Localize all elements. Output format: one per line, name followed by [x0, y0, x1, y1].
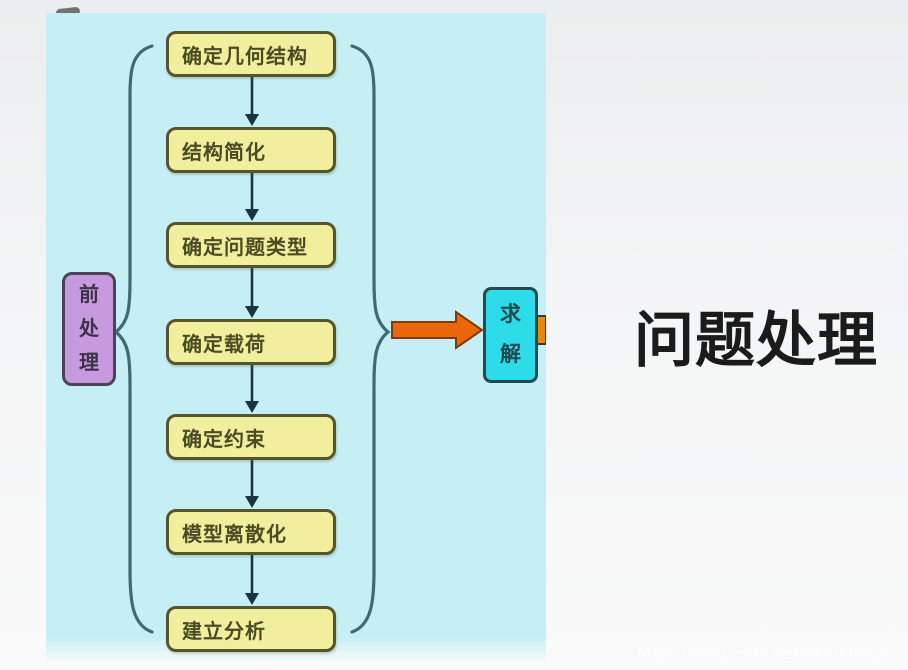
solve-label: 求解	[500, 303, 521, 366]
pre-processing-label: 前处理	[79, 284, 99, 374]
preprocessing-panel: 确定几何结构 结构简化 确定问题类型 确定载荷 确定约束 模型离散化 建立分析 …	[46, 13, 546, 663]
flow-step-box: 确定载荷	[166, 319, 336, 365]
flow-step-box: 模型离散化	[166, 509, 336, 555]
flow-step-label: 确定几何结构	[182, 45, 308, 68]
flow-step-box: 确定问题类型	[166, 222, 336, 268]
flow-step-label: 建立分析	[182, 620, 266, 643]
flow-step-label: 结构简化	[182, 141, 266, 164]
connector-layer	[113, 44, 546, 634]
flow-step-label: 确定问题类型	[182, 236, 308, 259]
flow-arrow	[245, 268, 259, 318]
flow-step-box: 确定几何结构	[166, 31, 336, 77]
big-right-arrow	[391, 310, 484, 350]
flow-step-box: 建立分析	[166, 606, 336, 652]
flow-arrow	[245, 555, 259, 605]
pre-processing-box: 前处理	[62, 272, 116, 386]
flow-step-label: 确定载荷	[182, 333, 266, 356]
flow-step-box: 结构简化	[166, 127, 336, 173]
flow-arrow	[245, 365, 259, 413]
right-brace	[350, 44, 391, 634]
page-title: 问题处理	[634, 307, 878, 374]
flow-arrow	[245, 460, 259, 508]
flow-arrow	[245, 77, 259, 126]
flow-step-box: 确定约束	[166, 414, 336, 460]
flow-step-label: 模型离散化	[182, 523, 287, 546]
flow-step-label: 确定约束	[182, 428, 266, 451]
flow-arrow	[245, 173, 259, 221]
solve-box: 求解	[483, 287, 538, 383]
watermark: https://blog.csdn.net/secretboys	[636, 644, 892, 663]
left-brace	[113, 44, 154, 634]
